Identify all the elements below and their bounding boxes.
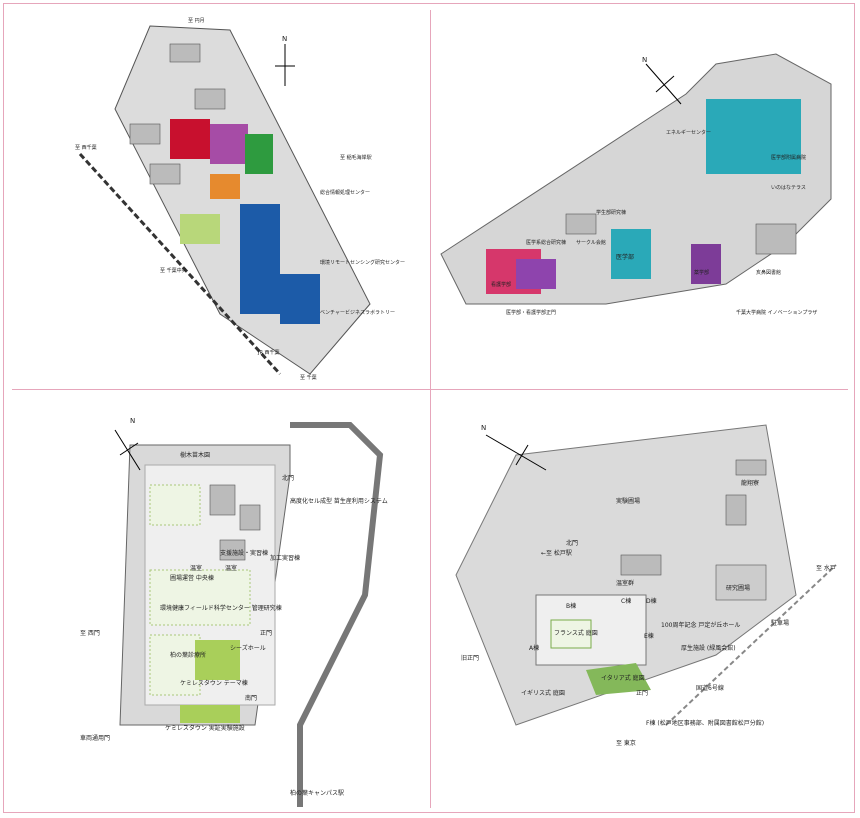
label-facility-a: 総合情報処理センター bbox=[320, 189, 370, 196]
label-admin: 支援施設・実習棟 bbox=[220, 549, 268, 557]
map-inohana: N 医学部 看護学部 薬学部 医学部附属病院 亥鼻図書館 いのはなテラス 医学部… bbox=[436, 14, 848, 386]
label-circle: サークル会館 bbox=[576, 239, 606, 246]
label-station-left: ←至 松戸駅 bbox=[541, 549, 572, 557]
label-field: 実験圃場 bbox=[616, 497, 640, 505]
label-chemi2: ケミレスタウン 実証実験施設 bbox=[165, 724, 245, 732]
label-farm: 圃場運営 中央棟 bbox=[170, 574, 214, 582]
label-left-gate: 至 西千葉 bbox=[75, 144, 97, 151]
label-english: イギリス式 庭園 bbox=[521, 689, 565, 697]
label-terrace: いのはなテラス bbox=[771, 184, 806, 191]
label-gate: 医学部・看護学部正門 bbox=[506, 309, 556, 316]
label-glass1: 温室 bbox=[190, 564, 202, 572]
label-research: 医学系総合研究棟 bbox=[526, 239, 566, 246]
label-route6: 国道6号線 bbox=[696, 684, 724, 692]
label-east-gate: 北門 bbox=[282, 474, 294, 482]
label-greenhouse: 温室群 bbox=[616, 579, 634, 587]
label-med: 医学部 bbox=[616, 253, 634, 261]
horizontal-divider bbox=[12, 389, 848, 390]
label-shogi: 柏の葉診療所 bbox=[170, 651, 206, 659]
label-pharm: 薬学部 bbox=[694, 269, 709, 276]
label-facility-b: 環境リモートセンシング研究センター bbox=[320, 259, 405, 266]
north-label: N bbox=[642, 56, 647, 64]
north-label: N bbox=[282, 35, 287, 43]
map-matsudo: N 龍翔寮 実験圃場 北門 ←至 松戸駅 温室群 B棟 C棟 D棟 E棟 A棟 … bbox=[436, 395, 848, 807]
label-bus: 車両通用門 bbox=[80, 734, 110, 742]
label-chemi1: ケミレスタウン テーマ棟 bbox=[180, 679, 248, 687]
map-kashiwanoha: N 樹木苗木園 北門 高度化セル成型 苗生産利用システム 支援施設・実習棟 加工… bbox=[20, 395, 425, 807]
label-top: 至 円月 bbox=[188, 18, 205, 24]
label-library: 亥鼻図書館 bbox=[756, 269, 781, 276]
vertical-divider bbox=[430, 10, 431, 808]
north-arrow-icon: N bbox=[114, 417, 141, 471]
label-hall: 100周年記念 戸定が丘ホール bbox=[661, 621, 740, 629]
label-to-mito: 至 水戸 bbox=[816, 564, 836, 572]
label-main-gate: 正門 bbox=[260, 630, 272, 637]
label-b-bldg: B棟 bbox=[566, 602, 576, 610]
label-main-gate: 正門 bbox=[636, 690, 648, 697]
label-c-bldg: C棟 bbox=[621, 597, 631, 605]
label-research: 研究圃場 bbox=[726, 584, 750, 592]
north-label: N bbox=[130, 417, 135, 425]
label-process: 加工実習棟 bbox=[270, 554, 300, 562]
label-bottom-station: JR 西千葉 bbox=[257, 349, 280, 356]
north-arrow-icon: N bbox=[275, 35, 295, 86]
north-label: N bbox=[481, 424, 486, 432]
label-station: 至 千葉中央 bbox=[160, 267, 187, 274]
page-frame bbox=[3, 3, 855, 813]
label-station: 柏の葉キャンパス駅 bbox=[290, 789, 344, 797]
label-french: フランス式 庭園 bbox=[554, 629, 598, 637]
label-right: 至 稲毛海岸駅 bbox=[340, 154, 372, 161]
label-seeds: シーズホール bbox=[230, 644, 266, 652]
label-bottom-right: 至 千葉 bbox=[300, 374, 317, 381]
label-hospital: 医学部附属病院 bbox=[771, 154, 806, 161]
label-dorm: 龍翔寮 bbox=[741, 479, 759, 487]
label-tokyo: 至 東京 bbox=[616, 739, 636, 747]
label-facility-c: ベンチャービジネスラボラトリー bbox=[320, 309, 395, 316]
label-old-gate: 旧正門 bbox=[461, 655, 479, 662]
label-center: 環境健康フィールド科学センター 管理研究棟 bbox=[160, 604, 282, 612]
label-energy: エネルギーセンター bbox=[666, 129, 711, 136]
north-arrow-icon: N bbox=[642, 56, 682, 105]
label-innov: 千葉大学病院 イノベーションプラザ bbox=[736, 309, 817, 316]
label-student: 学生部研究棟 bbox=[596, 209, 626, 216]
label-f-bldg: F棟 (松戸地区事務部、附属図書館松戸分館) bbox=[646, 719, 764, 727]
north-arrow-icon: N bbox=[481, 424, 547, 471]
label-a-bldg: A棟 bbox=[529, 644, 539, 652]
label-kosei: 厚生施設 (緑風会館) bbox=[681, 644, 736, 652]
label-italian: イタリア式 庭園 bbox=[601, 674, 645, 682]
label-glass2: 温室 bbox=[225, 564, 237, 572]
label-d-bldg: D棟 bbox=[646, 597, 657, 605]
label-nursery: 樹木苗木園 bbox=[180, 451, 210, 459]
label-south-gate: 南門 bbox=[245, 694, 257, 702]
label-nursing: 看護学部 bbox=[491, 281, 511, 288]
map-nishichiba: N 至 円月 至 西千葉 至 千葉中央 JR 西千葉 至 稲毛海岸駅 至 千葉 … bbox=[20, 14, 425, 386]
label-e-bldg: E棟 bbox=[644, 632, 654, 640]
label-west-gate: 至 西門 bbox=[80, 630, 100, 637]
label-north-gate: 北門 bbox=[566, 539, 578, 547]
label-parking: 駐車場 bbox=[771, 619, 789, 627]
label-highfield: 高度化セル成型 苗生産利用システム bbox=[290, 497, 388, 505]
